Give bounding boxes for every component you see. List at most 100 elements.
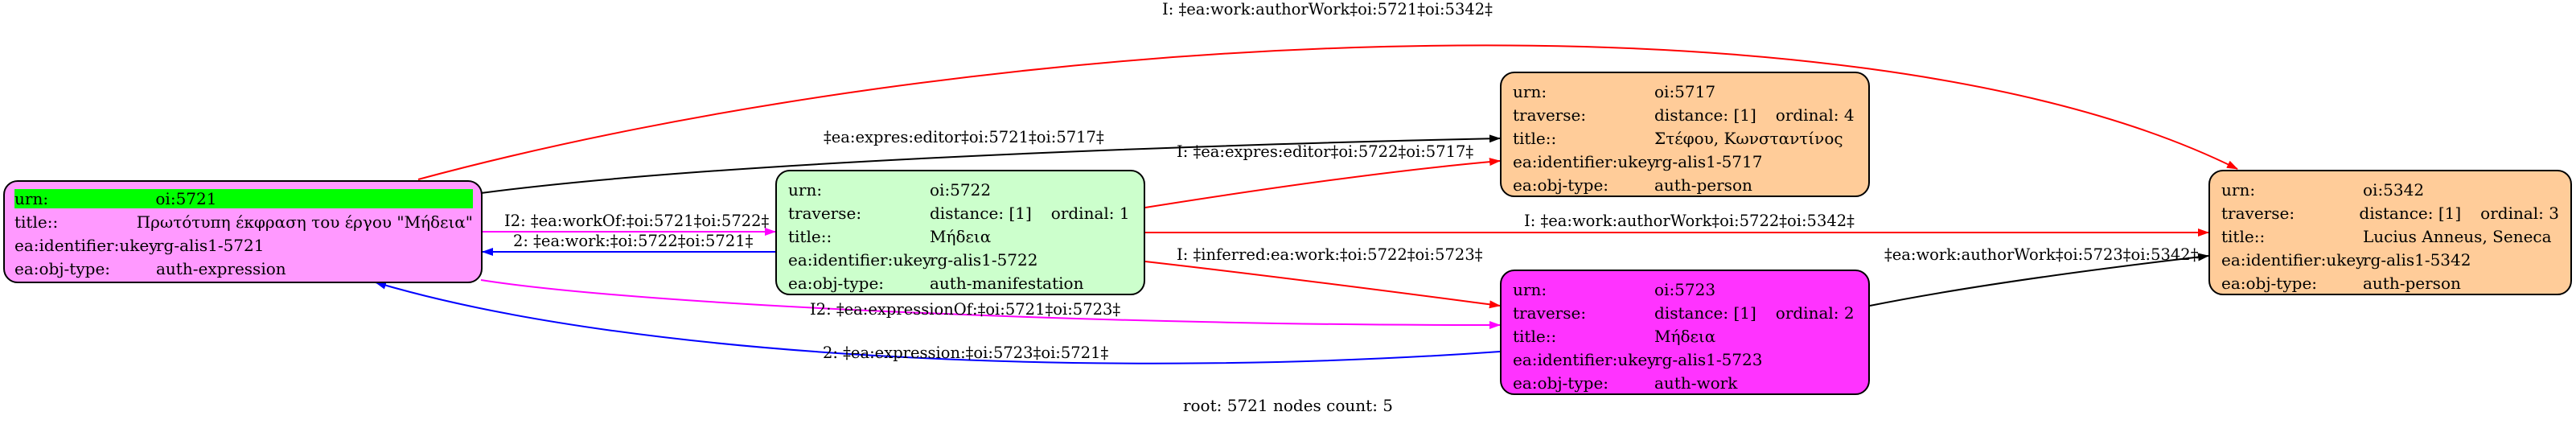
edge-label: I: ‡ea:work:authorWork‡oi:5721‡oi:5342‡ — [1162, 0, 1493, 19]
edge-label: I: ‡ea:expres:editor‡oi:5722‡oi:5717‡ — [1177, 142, 1474, 161]
row-key: urn: — [788, 179, 823, 200]
row-key: ea:obj-type: — [1513, 373, 1609, 393]
node-row: title::Μήδεια — [788, 224, 1132, 248]
row-value-extra: ordinal: 3 — [2480, 203, 2559, 223]
row-key: urn: — [1513, 279, 1547, 299]
edge-5723-5342 — [1869, 253, 2209, 307]
edge-label: I: ‡ea:work:authorWork‡oi:5722‡oi:5342‡ — [1524, 212, 1855, 230]
node-row: ea:obj-type: auth-work — [1513, 371, 1857, 394]
row-value: auth-work — [1654, 373, 1738, 393]
node-row: ea:obj-type: auth-person — [2221, 271, 2559, 294]
node-5723[interactable]: urn: oi:5723 traverse: distance: [1] ordina… — [1500, 270, 1870, 395]
row-value: rg-alis1-5342 — [2363, 249, 2471, 270]
row-value: rg-alis1-5721 — [156, 235, 265, 255]
row-value-extra: ordinal: 4 — [1775, 105, 1855, 125]
row-value: rg-alis1-5722 — [930, 249, 1038, 270]
node-5717[interactable]: urn: oi:5717 traverse: distance: [1] ordina… — [1500, 72, 1870, 197]
node-row: ea:obj-type: auth-manifestation — [788, 271, 1132, 294]
row-value: auth-manifestation — [930, 273, 1084, 293]
row-key: ea:identifier:ukey — [2221, 249, 2365, 270]
row-value: auth-person — [1654, 175, 1752, 195]
edge-label: 2: ‡ea:expression:‡oi:5723‡oi:5721‡ — [823, 344, 1109, 362]
row-value-extra: ordinal: 2 — [1775, 303, 1855, 323]
edge-5721-5723 — [480, 279, 1501, 330]
node-row: urn: oi:5717 — [1513, 80, 1857, 103]
row-value: distance: [1] — [2359, 203, 2462, 223]
edge-5721-5342 — [417, 44, 2238, 180]
node-row: title::Στέφου, Κωνσταντίνος — [1513, 126, 1857, 150]
row-value: oi:5723 — [1654, 279, 1716, 299]
row-value: Μήδεια — [1654, 326, 1716, 346]
row-value: Μήδεια — [930, 226, 992, 246]
row-key: urn: — [2221, 179, 2256, 200]
edge-label: I: ‡inferred:ea:work:‡oi:5722‡oi:5723‡ — [1177, 245, 1483, 264]
row-key: traverse: — [1513, 303, 1587, 323]
edge-label: I2: ‡ea:workOf:‡oi:5721‡oi:5722‡ — [504, 212, 770, 230]
row-value-extra: ordinal: 1 — [1050, 203, 1130, 223]
node-row: title::Lucius Anneus, Seneca — [2221, 224, 2559, 248]
edge-label: ‡ea:expres:editor‡oi:5721‡oi:5717‡ — [824, 128, 1104, 146]
edge-5722-5717 — [1144, 158, 1501, 208]
row-key: ea:obj-type: — [2221, 273, 2318, 293]
row-key: ea:obj-type: — [788, 273, 885, 293]
node-5721[interactable]: urn:oi:5721 title::Πρωτότυπη έκφραση του… — [3, 180, 483, 283]
row-value: rg-alis1-5723 — [1654, 349, 1763, 369]
node-row: urn:oi:5721 — [14, 187, 473, 210]
row-key: urn: — [14, 188, 156, 208]
row-value: oi:5722 — [930, 179, 992, 200]
node-row: ea:obj-type: auth-expression — [14, 257, 473, 280]
graph-footer: root: 5721 nodes count: 5 — [1182, 396, 1394, 415]
row-value: oi:5342 — [2363, 179, 2425, 200]
edge-label: ‡ea:work:authorWork‡oi:5723‡oi:5342‡ — [1884, 245, 2199, 264]
edge-label: 2: ‡ea:work:‡oi:5722‡oi:5721‡ — [513, 232, 754, 250]
node-row: title::Πρωτότυπη έκφραση του έργου "Μήδε… — [14, 210, 473, 233]
edge-5723-5721 — [375, 281, 1501, 364]
row-value: Lucius Anneus, Seneca — [2363, 226, 2552, 246]
row-key: ea:identifier:ukey — [788, 249, 932, 270]
row-value: oi:5717 — [1654, 81, 1716, 101]
row-key: ea:obj-type: — [1513, 175, 1609, 195]
row-key: title:: — [1513, 326, 1557, 346]
row-key: traverse: — [788, 203, 862, 223]
edge-5722-5723 — [1144, 261, 1501, 309]
row-value: auth-person — [2363, 273, 2461, 293]
row-value: rg-alis1-5717 — [1654, 151, 1763, 171]
node-row: traverse: distance: [1] ordinal: 3 — [2221, 201, 2559, 224]
row-value: distance: [1] — [1654, 105, 1756, 125]
edge-label: I2: ‡ea:expressionOf:‡oi:5721‡oi:5723‡ — [810, 300, 1121, 319]
row-key: title:: — [788, 226, 832, 246]
row-key: title:: — [1513, 128, 1557, 148]
row-key: ea:identifier:ukey — [1513, 151, 1657, 171]
node-row: title::Μήδεια — [1513, 324, 1857, 348]
node-row: urn: oi:5722 — [788, 178, 1132, 201]
node-row: urn: oi:5723 — [1513, 278, 1857, 301]
node-5722[interactable]: urn: oi:5722 traverse: distance: [1] ordina… — [775, 170, 1145, 295]
row-key: traverse: — [2221, 203, 2295, 223]
row-value: Πρωτότυπη έκφραση του έργου "Μήδεια" — [136, 212, 473, 232]
row-key: ea:identifier:ukey — [1513, 349, 1657, 369]
node-row: traverse: distance: [1] ordinal: 1 — [788, 201, 1132, 224]
node-row: traverse: distance: [1] ordinal: 2 — [1513, 301, 1857, 324]
row-value: oi:5721 — [155, 188, 473, 208]
row-key: ea:obj-type: — [14, 258, 111, 278]
row-key: ea:identifier:ukey — [14, 235, 158, 255]
node-5342[interactable]: urn: oi:5342 traverse: distance: [1] ordina… — [2208, 170, 2572, 295]
row-key: title:: — [2221, 226, 2266, 246]
node-row: urn: oi:5342 — [2221, 178, 2559, 201]
row-value: distance: [1] — [1654, 303, 1756, 323]
node-row: traverse: distance: [1] ordinal: 4 — [1513, 103, 1857, 126]
row-key: urn: — [1513, 81, 1547, 101]
edge-5721-5717 — [480, 134, 1501, 194]
row-value: distance: [1] — [930, 203, 1032, 223]
row-key: title:: — [14, 212, 59, 232]
row-key: traverse: — [1513, 105, 1587, 125]
row-value: Στέφου, Κωνσταντίνος — [1654, 128, 1843, 148]
row-value: auth-expression — [156, 258, 286, 278]
node-row: ea:obj-type: auth-person — [1513, 173, 1857, 196]
